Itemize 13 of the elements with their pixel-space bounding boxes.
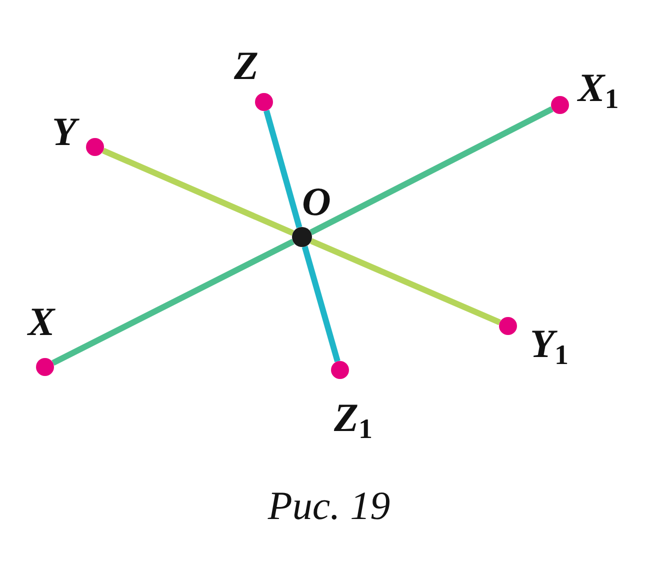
point-label: X (28, 302, 55, 342)
line-segment (302, 246, 340, 362)
line-segment (310, 238, 501, 326)
line-segment (310, 106, 554, 236)
point-label: Y$_{1}$ (530, 324, 568, 370)
line-segment (52, 238, 294, 366)
line-segment (102, 148, 294, 236)
point-label: Z$_{1}$ (334, 398, 372, 444)
line-segment (264, 110, 302, 228)
point-label: Z (234, 46, 258, 86)
point-label: O (302, 182, 331, 222)
figure-caption: Рис. 19 (266, 482, 392, 529)
point-label: X$_{1}$ (578, 68, 619, 114)
